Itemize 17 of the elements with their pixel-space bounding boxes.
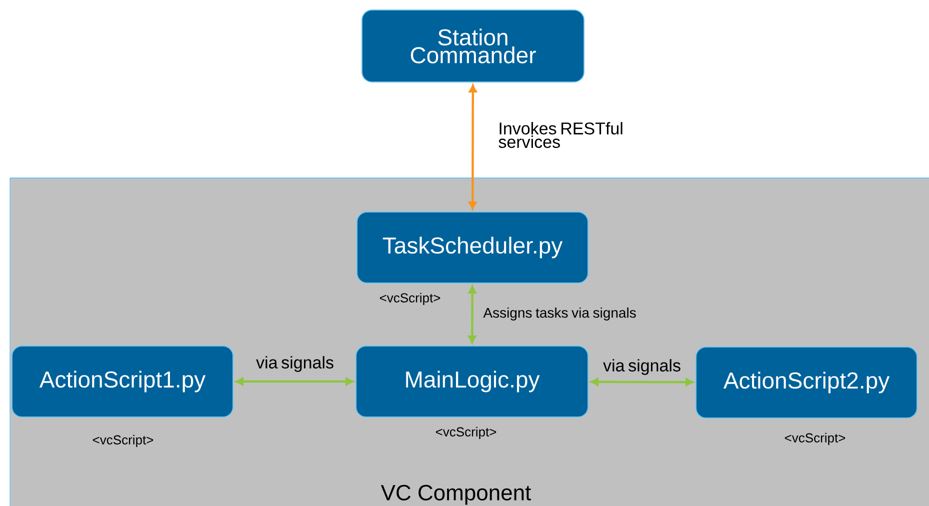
script-tag: <vcScript> xyxy=(380,292,440,306)
process-box: MainLogic.py xyxy=(356,346,588,418)
script-tag: <vcScript> xyxy=(436,426,496,440)
arrow xyxy=(236,378,354,386)
process-box: Station Commander xyxy=(362,10,584,82)
arrow xyxy=(468,286,476,344)
edge-label: Assigns tasks via signals xyxy=(483,307,636,321)
edge-label: Invokes RESTful services xyxy=(498,122,622,148)
arrow xyxy=(468,84,477,210)
edge-label: via signals xyxy=(256,356,334,372)
process-box: TaskScheduler.py xyxy=(356,212,588,284)
process-box: ActionScript2.py xyxy=(696,346,918,418)
script-tag: <vcScript> xyxy=(92,434,154,448)
script-tag: <vcScript> xyxy=(784,432,846,446)
arrow xyxy=(590,378,694,386)
edge-label: via signals xyxy=(603,359,680,375)
process-box: ActionScript1.py xyxy=(12,346,234,418)
